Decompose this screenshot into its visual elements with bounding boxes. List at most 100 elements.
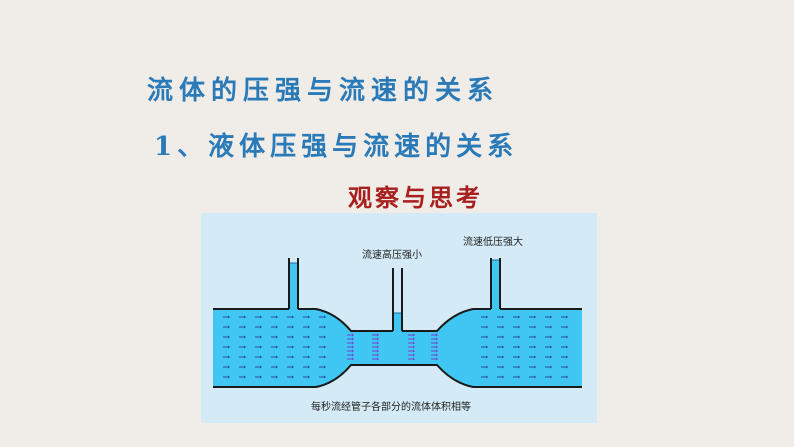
flow-arrow-head <box>518 345 520 349</box>
flow-arrow-head <box>352 333 354 337</box>
flow-arrows <box>223 315 568 379</box>
flow-arrow-head <box>228 365 230 369</box>
flow-arrow-head <box>486 325 488 329</box>
flow-arrow-head <box>377 337 379 341</box>
flow-arrow-head <box>436 333 438 337</box>
flow-arrow-head <box>260 335 262 339</box>
flow-arrow-head <box>486 335 488 339</box>
flow-arrow-head <box>276 325 278 329</box>
flow-arrow-head <box>502 335 504 339</box>
flow-arrow-head <box>436 357 438 361</box>
flow-arrow-head <box>413 341 415 345</box>
flow-arrow-head <box>486 315 488 319</box>
flow-arrow-head <box>413 357 415 361</box>
flow-arrow-head <box>276 365 278 369</box>
flow-arrow-head <box>228 355 230 359</box>
flow-arrow-head <box>566 315 568 319</box>
tube-right-water <box>492 260 499 310</box>
flow-arrow-head <box>502 375 504 379</box>
flow-arrow-head <box>502 325 504 329</box>
flow-arrow-head <box>260 365 262 369</box>
flow-arrow-head <box>518 375 520 379</box>
flow-arrow-head <box>550 335 552 339</box>
flow-arrow-head <box>276 345 278 349</box>
flow-arrow-head <box>292 315 294 319</box>
flow-arrow-head <box>228 315 230 319</box>
flow-arrow-head <box>292 355 294 359</box>
flow-arrow-head <box>436 341 438 345</box>
tube-left-water <box>290 263 297 310</box>
flow-arrow-head <box>566 365 568 369</box>
flow-arrow-head <box>377 345 379 349</box>
flow-arrow-head <box>534 315 536 319</box>
flow-arrow-head <box>518 335 520 339</box>
flow-arrow-head <box>436 349 438 353</box>
flow-arrow-head <box>324 335 326 339</box>
pipe-top-wall <box>213 308 582 332</box>
flow-arrow-head <box>228 375 230 379</box>
flow-arrow-head <box>308 355 310 359</box>
flow-arrow-head <box>228 335 230 339</box>
flow-arrow-head <box>436 337 438 341</box>
flow-arrow-head <box>413 337 415 341</box>
flow-arrow-head <box>413 345 415 349</box>
flow-arrow-head <box>260 375 262 379</box>
flow-arrow-head <box>534 345 536 349</box>
flow-arrow-head <box>550 325 552 329</box>
flow-arrow-head <box>308 365 310 369</box>
flow-arrow-head <box>324 345 326 349</box>
flow-arrow-head <box>276 375 278 379</box>
flow-arrow-head <box>377 357 379 361</box>
flow-arrow-head <box>502 315 504 319</box>
label-wide: 流速低压强大 <box>463 235 523 248</box>
flow-arrow-head <box>566 345 568 349</box>
flow-arrow-head <box>534 325 536 329</box>
observe-think-label: 观察与思考 <box>348 183 483 212</box>
pipe-bottom-wall <box>213 364 582 388</box>
flow-arrow-head <box>308 325 310 329</box>
flow-arrow-head <box>244 365 246 369</box>
flow-arrow-head <box>244 335 246 339</box>
flow-arrow-head <box>377 353 379 357</box>
flow-arrow-head <box>566 375 568 379</box>
pipe-diagram: 流速高压强小 流速低压强大 每秒流经管子各部分的流体体积相等 <box>201 213 597 423</box>
flow-arrow-head <box>244 325 246 329</box>
tube-right-walls <box>490 258 501 309</box>
flow-arrow-head <box>534 335 536 339</box>
flow-arrow-head <box>308 375 310 379</box>
flow-arrow-head <box>292 375 294 379</box>
flow-arrow-head <box>518 365 520 369</box>
flow-arrow-head <box>244 345 246 349</box>
flow-arrow-head <box>534 375 536 379</box>
flow-arrow-head <box>260 355 262 359</box>
flow-arrow-head <box>260 345 262 349</box>
flow-arrow-head <box>566 325 568 329</box>
flow-arrow-head <box>352 349 354 353</box>
flow-arrow-head <box>502 365 504 369</box>
flow-arrow-head <box>436 345 438 349</box>
section-subtitle: 1、液体压强与流速的关系 <box>154 132 519 162</box>
flow-arrow-head <box>276 315 278 319</box>
label-narrow: 流速高压强小 <box>362 248 422 261</box>
flow-arrow-head <box>550 375 552 379</box>
flow-arrow-head <box>308 315 310 319</box>
flow-arrow-head <box>436 353 438 357</box>
flow-arrow-head <box>308 345 310 349</box>
flow-arrow-head <box>486 375 488 379</box>
flow-arrow-head <box>324 315 326 319</box>
flow-arrow-head <box>377 333 379 337</box>
flow-arrow-head <box>352 337 354 341</box>
flow-arrow-head <box>486 355 488 359</box>
tube-left-walls <box>288 258 299 309</box>
flow-arrow-head <box>292 335 294 339</box>
flow-arrow-head <box>292 365 294 369</box>
flow-arrow-head <box>292 345 294 349</box>
flow-arrow-head <box>260 325 262 329</box>
flow-arrow-head <box>413 349 415 353</box>
flow-arrow-head <box>244 315 246 319</box>
flow-arrow-head <box>502 355 504 359</box>
flow-arrow-head <box>244 355 246 359</box>
flow-arrow-head <box>502 345 504 349</box>
flow-arrow-head <box>486 365 488 369</box>
flow-arrow-head <box>518 315 520 319</box>
